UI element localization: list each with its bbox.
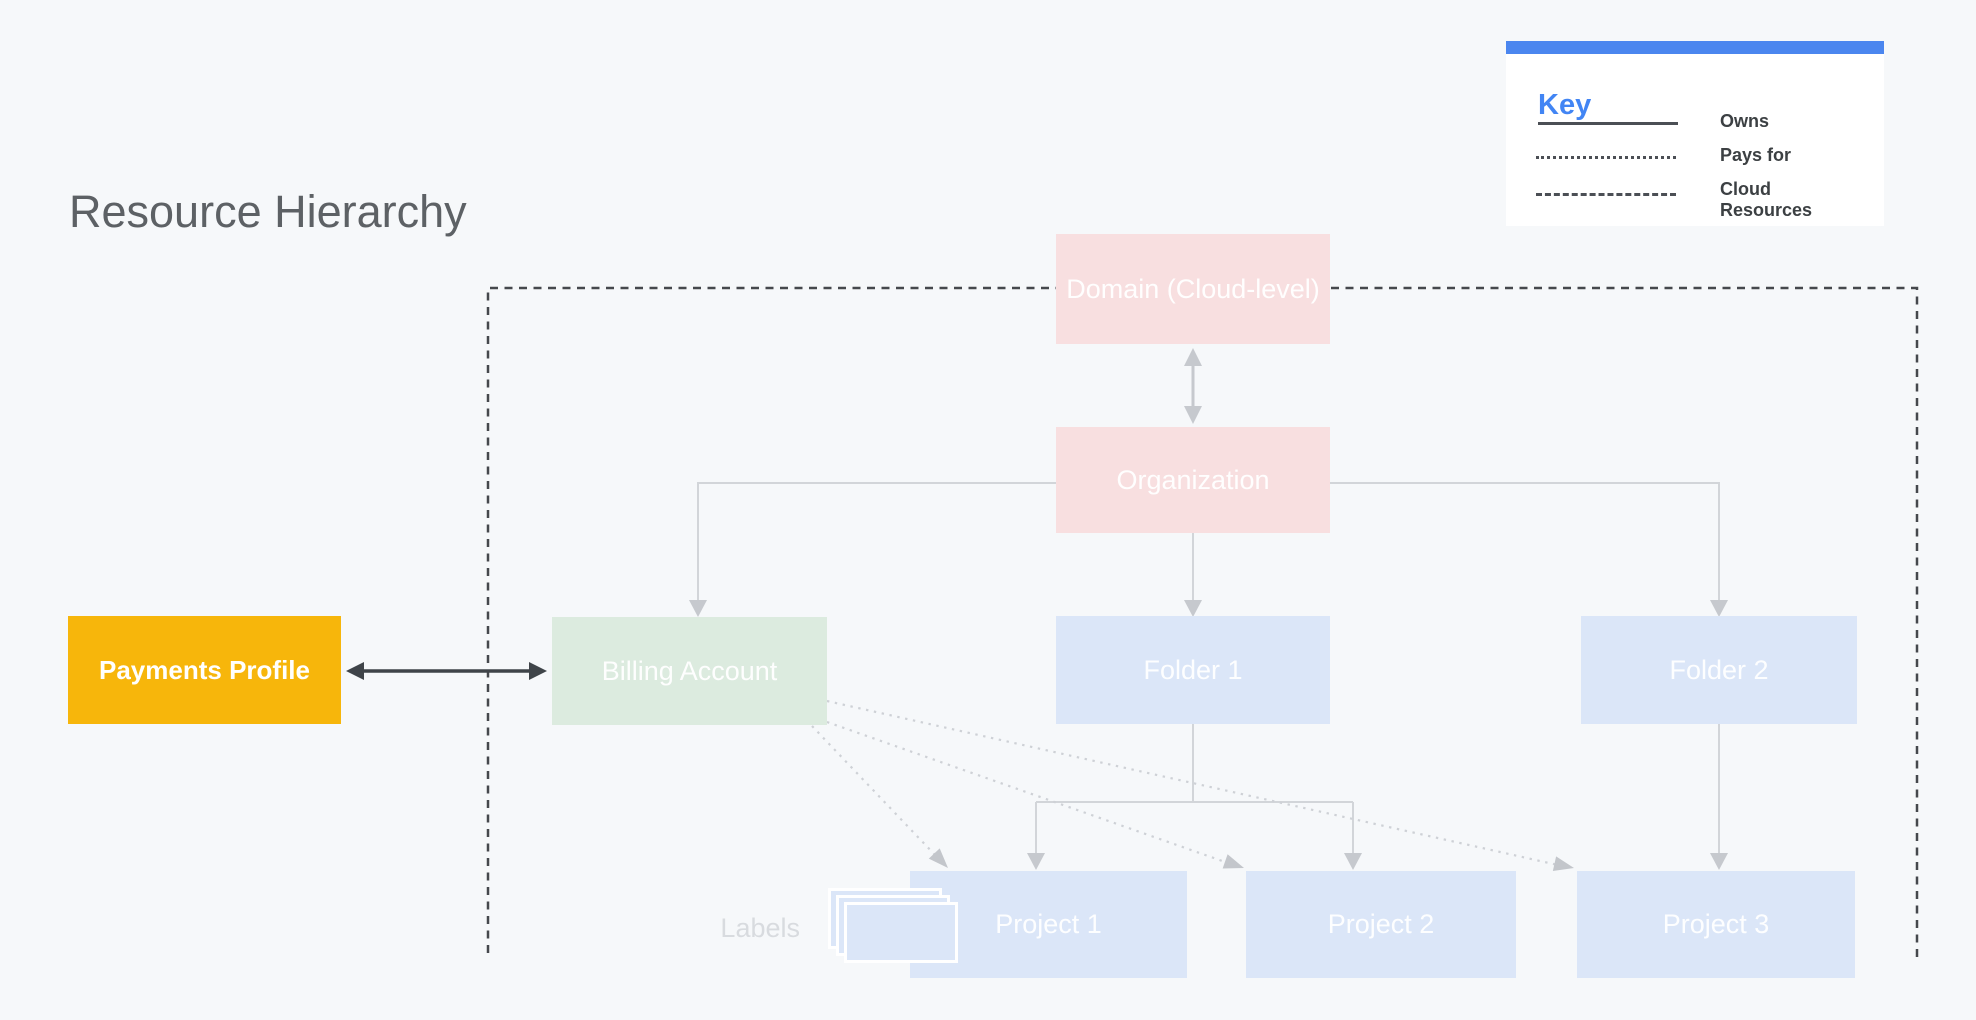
organization-billing-owns-arrow: [689, 482, 1056, 617]
node-project-2-label: Project 2: [1327, 909, 1435, 939]
owns-line-sample: [1538, 122, 1678, 125]
legend-panel: Key Owns Pays for Cloud Resources: [1506, 41, 1884, 226]
node-billing-account: Billing Account: [552, 617, 827, 725]
folder1-projects-owns-arrows: [1027, 724, 1362, 870]
node-project-3-label: Project 3: [1662, 909, 1770, 939]
organization-folder2-owns-arrow: [1330, 482, 1728, 617]
node-payments-profile: Payments Profile: [68, 616, 341, 724]
node-organization: Organization: [1056, 427, 1330, 533]
domain-organization-arrow: [1184, 348, 1202, 424]
folder2-project3-owns-arrow: [1710, 724, 1728, 870]
organization-folder1-owns-arrow: [1184, 533, 1202, 617]
labels-caption: Labels: [720, 913, 800, 943]
node-folder-1-label: Folder 1: [1143, 654, 1243, 685]
cloud-resources-line-sample: [1536, 193, 1676, 196]
node-project-2: Project 2: [1246, 871, 1516, 978]
legend-label-cloud-resources: Cloud Resources: [1720, 179, 1813, 220]
node-organization-label: Organization: [1116, 464, 1270, 495]
legend-accent-bar: [1506, 41, 1884, 54]
node-project-3: Project 3: [1577, 871, 1855, 978]
node-folder-2-label: Folder 2: [1669, 654, 1769, 685]
node-billing-account-label: Billing Account: [601, 655, 778, 686]
node-folder-2: Folder 2: [1581, 616, 1857, 724]
node-domain-label: Domain (Cloud-level): [1066, 273, 1320, 304]
legend-label-pays-for: Pays for: [1720, 145, 1792, 165]
node-folder-1: Folder 1: [1056, 616, 1330, 724]
node-project-1-label: Project 1: [995, 909, 1102, 939]
legend-label-owns: Owns: [1720, 111, 1770, 131]
node-domain: Domain (Cloud-level): [1056, 234, 1330, 344]
node-payments-profile-label: Payments Profile: [99, 654, 310, 685]
billing-pays-for-arrows: [811, 699, 1574, 871]
legend-title: Key: [1538, 89, 1592, 121]
page-title: Resource Hierarchy: [69, 186, 467, 237]
labels-stack-icon: [844, 902, 958, 963]
pays-for-line-sample: [1536, 156, 1676, 159]
payments-billing-arrow: [346, 662, 547, 680]
